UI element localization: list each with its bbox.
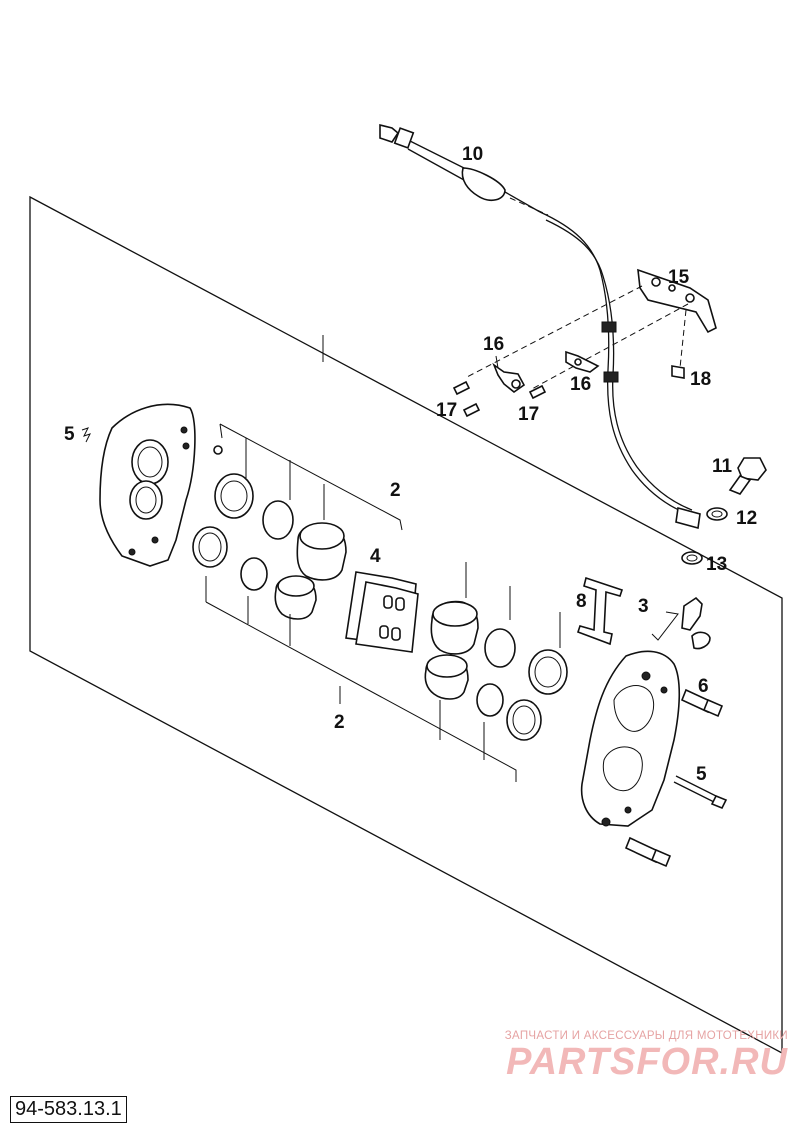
brake-line <box>379 123 701 530</box>
piston-seal-group-left <box>192 445 347 620</box>
callout-6: 6 <box>698 676 709 697</box>
retaining-pin-right <box>673 775 728 810</box>
callout-3: 3 <box>638 596 649 617</box>
document-code: 94-583.13.1 <box>10 1096 127 1123</box>
callout-18: 18 <box>690 369 711 390</box>
caliper-half-left <box>99 403 196 567</box>
callout-4: 4 <box>370 546 381 567</box>
sealing-washer-13 <box>681 551 703 565</box>
retaining-pin-left <box>81 427 91 443</box>
callout-11: 11 <box>712 456 733 477</box>
screw-17-left <box>452 380 481 418</box>
callout-17-right: 17 <box>518 404 539 425</box>
pad-spring <box>576 576 624 646</box>
hose-clamp-left <box>492 362 526 393</box>
callout-8: 8 <box>576 591 587 612</box>
callout-5-right: 5 <box>696 764 707 785</box>
callout-2-upper: 2 <box>390 480 401 501</box>
watermark-brand: PARTSFOR.RU <box>506 1041 788 1083</box>
callout-13: 13 <box>706 554 727 575</box>
caliper-mounting-bolt <box>624 836 672 868</box>
watermark: ЗАПЧАСТИ И АКСЕССУАРЫ ДЛЯ МОТОТЕХНИКИ PA… <box>505 1030 788 1082</box>
hose-clamp-right <box>565 350 600 373</box>
screw-18 <box>671 365 685 379</box>
hose-bracket <box>464 268 717 391</box>
callout-2-lower: 2 <box>334 712 345 733</box>
callout-10: 10 <box>462 144 483 165</box>
callout-16-left: 16 <box>483 334 504 355</box>
callout-12: 12 <box>736 508 757 529</box>
callout-17-left: 17 <box>436 400 457 421</box>
caliper-half-right <box>580 650 681 827</box>
assembly-frame <box>29 195 783 1055</box>
watermark-subtitle: ЗАПЧАСТИ И АКСЕССУАРЫ ДЛЯ МОТОТЕХНИКИ <box>504 1030 788 1042</box>
callout-15: 15 <box>668 267 690 288</box>
brake-pads <box>345 571 419 653</box>
callout-16-right: 16 <box>570 374 591 395</box>
sealing-washer-12 <box>706 507 728 521</box>
callout-2-upper-bracket <box>219 423 561 648</box>
caliper-bolt-6 <box>680 688 724 718</box>
callout-5-left: 5 <box>64 424 75 445</box>
callout-2-lower-bracket <box>205 576 517 782</box>
screw-17-right <box>528 384 547 400</box>
piston-seal-group-right <box>424 600 568 741</box>
bleed-valve <box>651 596 711 650</box>
banjo-bolt <box>728 457 767 495</box>
